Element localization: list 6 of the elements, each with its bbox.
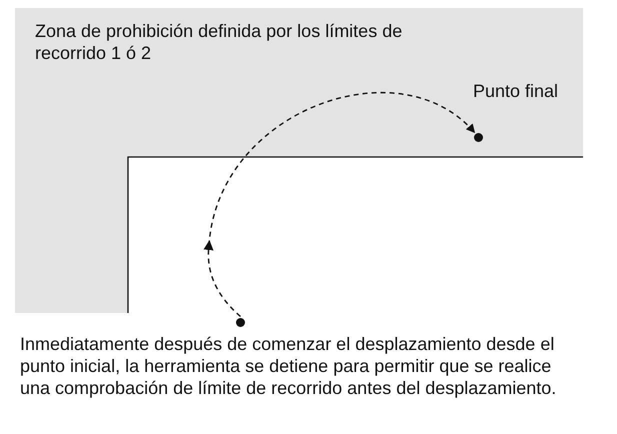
point-label: Punto final — [473, 80, 560, 102]
arc-arrow — [204, 92, 476, 318]
point-marker — [236, 318, 245, 327]
prohibited-zone — [15, 8, 583, 313]
description-text: Inmediatamente después de comenzar el desplazamiento desde el punto inicial, la herramienta se detiene para permitir que se realice una comprobación de límite de recorrido antes del desplazamiento. — [20, 333, 558, 399]
zone-label: Zona de prohibición definida por los límites de recorrido 1 ó 2 — [35, 20, 404, 64]
